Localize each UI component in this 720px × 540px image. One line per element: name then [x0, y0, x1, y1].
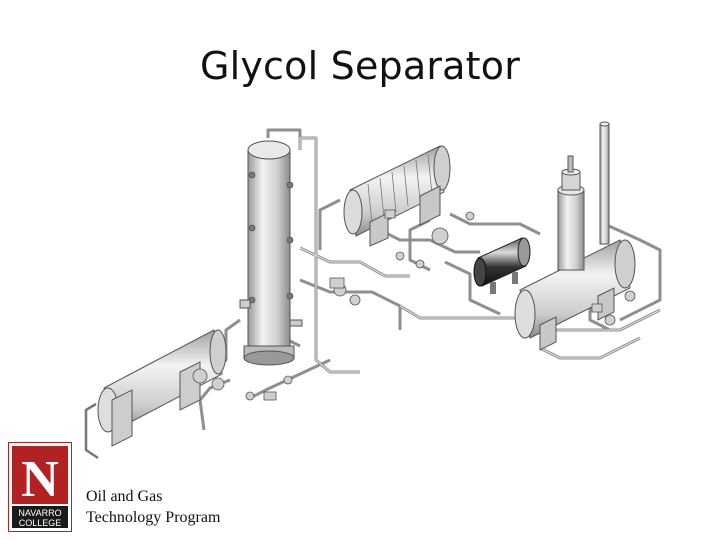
flash-drum: [473, 237, 531, 294]
caption-line-2: Technology Program: [86, 509, 221, 526]
caption-line-1: Oil and Gas: [86, 488, 163, 505]
heater-vessel: [343, 145, 451, 247]
slide-title: Glycol Separator: [199, 44, 521, 88]
reboiler-assembly: [514, 121, 636, 351]
program-caption: Oil and Gas Technology Program: [86, 486, 220, 528]
svg-text:NAVARRO: NAVARRO: [18, 508, 61, 518]
vertical-separator-column: [239, 140, 303, 366]
svg-text:N: N: [21, 451, 59, 508]
valves: [192, 209, 636, 401]
navarro-college-logo: N NAVARRO COLLEGE: [8, 442, 72, 532]
svg-text:COLLEGE: COLLEGE: [19, 518, 62, 528]
